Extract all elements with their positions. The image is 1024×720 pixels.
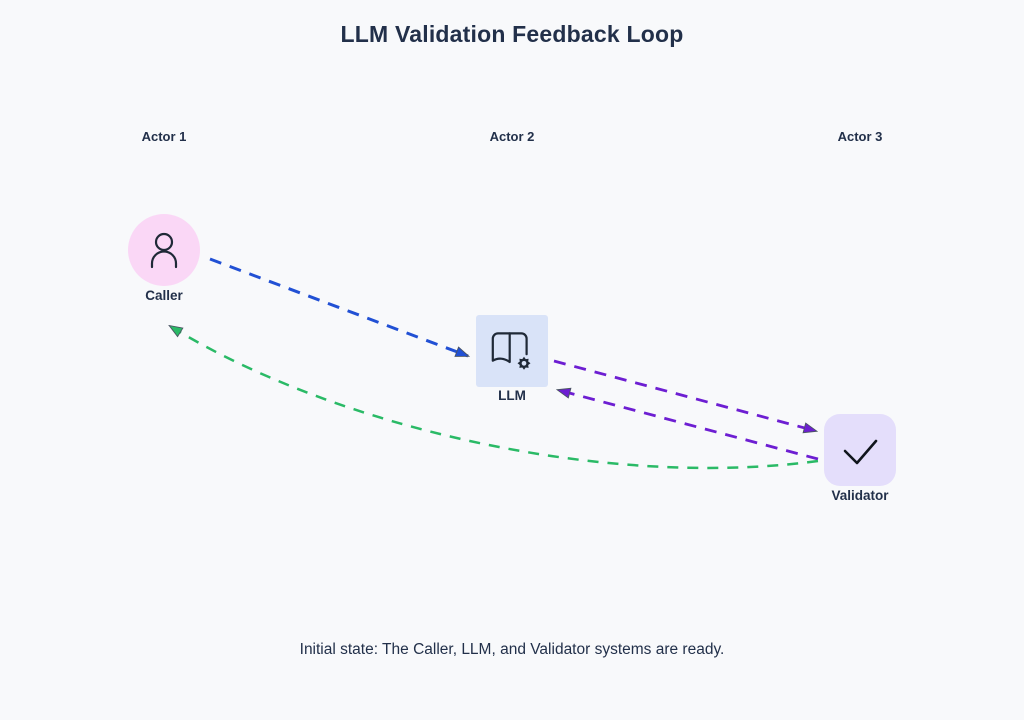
- arrow-validator-to-caller: [170, 326, 819, 470]
- llm-node-label: LLM: [498, 388, 526, 403]
- actor-column-label-2: Actor 2: [489, 129, 535, 144]
- llm-node-shape: [476, 315, 548, 387]
- actor-column-label-3: Actor 3: [837, 129, 883, 144]
- gear-icon-hole: [521, 360, 527, 366]
- arrow-caller-to-llm: [209, 257, 468, 358]
- caller-node: [128, 214, 200, 286]
- actor-column-label-1: Actor 1: [141, 129, 187, 144]
- arrow-llm-to-validator: [553, 359, 816, 431]
- caller-node-label: Caller: [145, 288, 183, 303]
- arrow-validator-to-llm: [558, 390, 819, 461]
- diagram-caption: Initial state: The Caller, LLM, and Vali…: [299, 641, 725, 658]
- book-gear-icon: [491, 332, 531, 370]
- llm-node: [476, 315, 548, 387]
- validator-node: [824, 414, 896, 486]
- validator-node-shape: [824, 414, 896, 486]
- checkmark-icon: [843, 439, 878, 465]
- validator-node-label: Validator: [831, 488, 889, 503]
- diagram-title: LLM Validation Feedback Loop: [340, 21, 684, 47]
- person-icon: [150, 232, 178, 269]
